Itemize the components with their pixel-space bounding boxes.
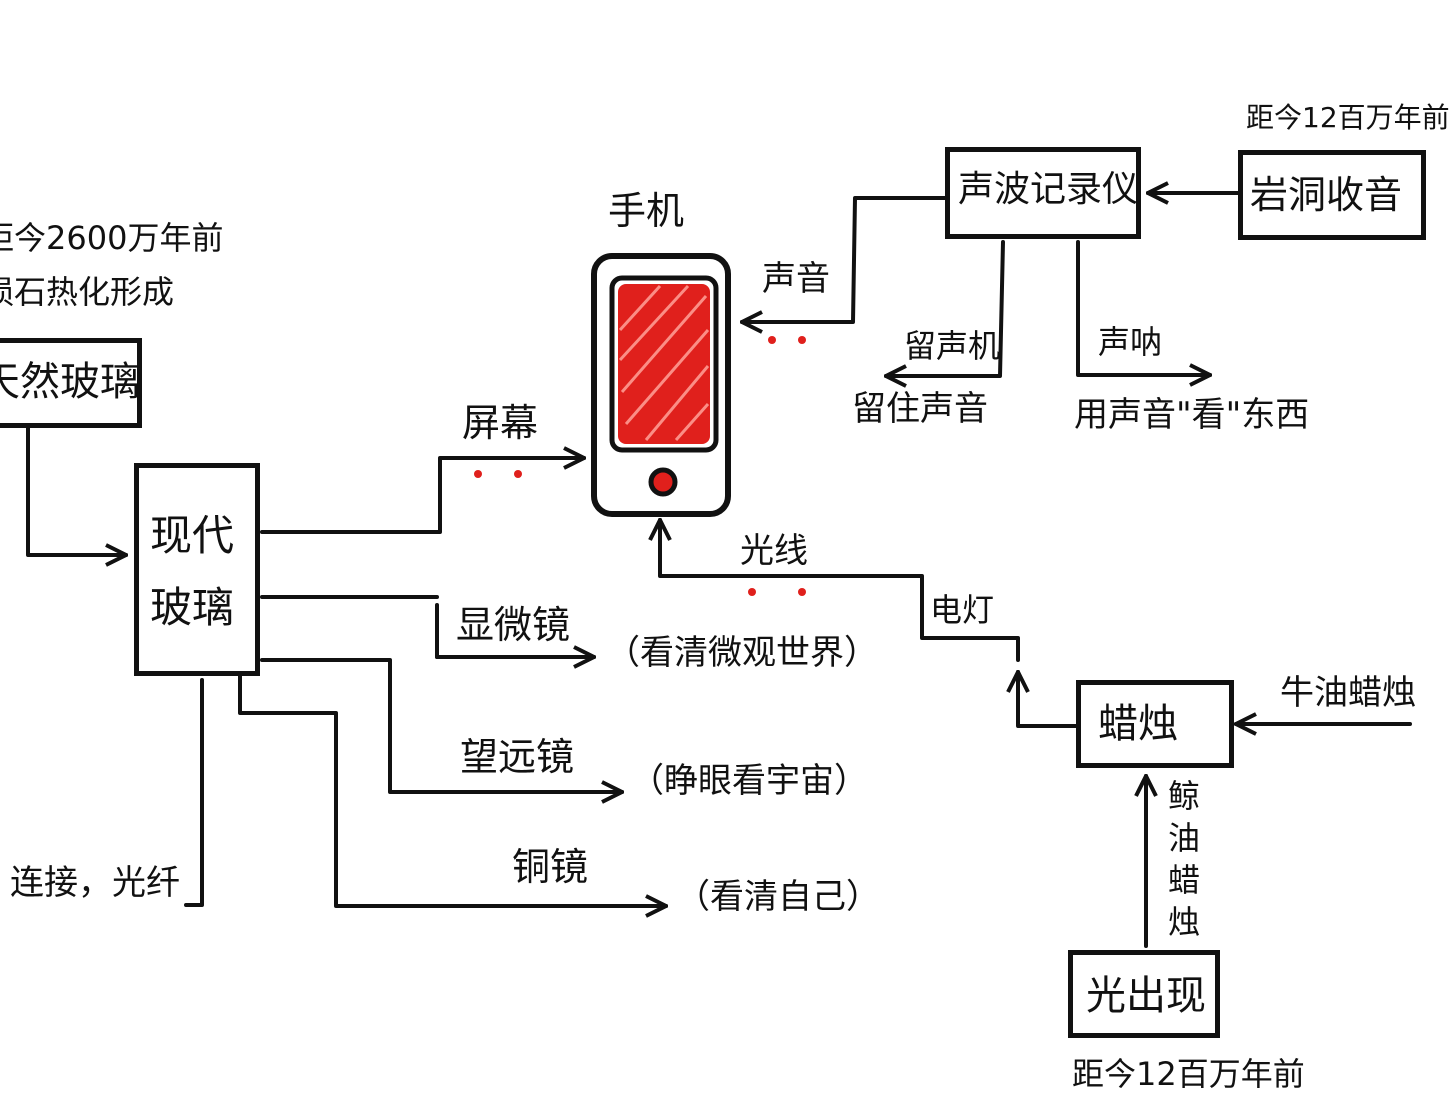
light-appears-label: 光出现 [1086, 973, 1206, 1019]
light-label: 光线 [740, 531, 808, 571]
candle-label: 蜡烛 [1098, 701, 1178, 747]
whale-candle-char-1: 鲸 [1168, 777, 1201, 815]
bronze-mirror-note: （看清自己） [676, 877, 880, 917]
electric-light-label: 电灯 [930, 591, 995, 629]
edge-screen [260, 458, 586, 534]
sound-recorder-label: 声波记录仪 [958, 169, 1139, 210]
natural-glass-note-2: 陨石热化形成 [0, 273, 175, 311]
cave-sound-box [1238, 150, 1426, 240]
sound-label: 声音 [762, 259, 830, 299]
edge-telescope [260, 658, 624, 792]
sonar-note: 用声音"看"东西 [1074, 395, 1310, 435]
microscope-note: （看清微观世界） [606, 633, 878, 673]
cave-sound-note: 距今12百万年前 [1246, 101, 1450, 134]
butter-candle-label: 牛油蜡烛 [1280, 673, 1416, 713]
edge-fiber [184, 678, 204, 907]
sonar-label: 声呐 [1098, 323, 1163, 361]
telescope-label: 望远镜 [460, 735, 575, 779]
phonograph-note: 留住声音 [852, 389, 988, 429]
edge-electric-light [660, 518, 1020, 662]
edge-sound [740, 196, 947, 322]
modern-glass-box [134, 463, 260, 676]
natural-glass-note-1: 距今2600万年前 [0, 219, 224, 257]
modern-glass-label: 现代玻璃 [150, 511, 235, 632]
edge-bronze-mirror [238, 674, 668, 906]
telescope-note: （睁眼看宇宙） [630, 761, 868, 801]
phone-label: 手机 [608, 189, 685, 233]
light-appears-note: 距今12百万年前 [1072, 1055, 1305, 1093]
light-appears-box [1068, 950, 1220, 1038]
microscope-label: 显微镜 [456, 603, 571, 647]
whale-candle-char-3: 蜡 [1168, 861, 1201, 899]
natural-glass-box [0, 338, 142, 428]
phone-icon [591, 253, 731, 517]
sound-recorder-box [945, 147, 1141, 239]
bronze-mirror-label: 铜镜 [512, 845, 589, 889]
candle-box [1076, 680, 1234, 768]
phonograph-label: 留声机 [904, 327, 1001, 365]
edge-sonar [1076, 240, 1212, 375]
whale-candle-char-2: 油 [1168, 819, 1201, 857]
cave-sound-label: 岩洞收音 [1250, 173, 1403, 217]
edge-phonograph [884, 240, 1005, 376]
edge-candle-to-light [1018, 670, 1078, 728]
edge-natural-to-modern [26, 426, 128, 555]
natural-glass-label: 天然玻璃 [0, 359, 140, 405]
fiber-label: 连接，光纤 [10, 863, 180, 903]
screen-label: 屏幕 [462, 401, 539, 445]
accent-dots [474, 336, 806, 596]
whale-candle-char-4: 烛 [1168, 903, 1201, 941]
